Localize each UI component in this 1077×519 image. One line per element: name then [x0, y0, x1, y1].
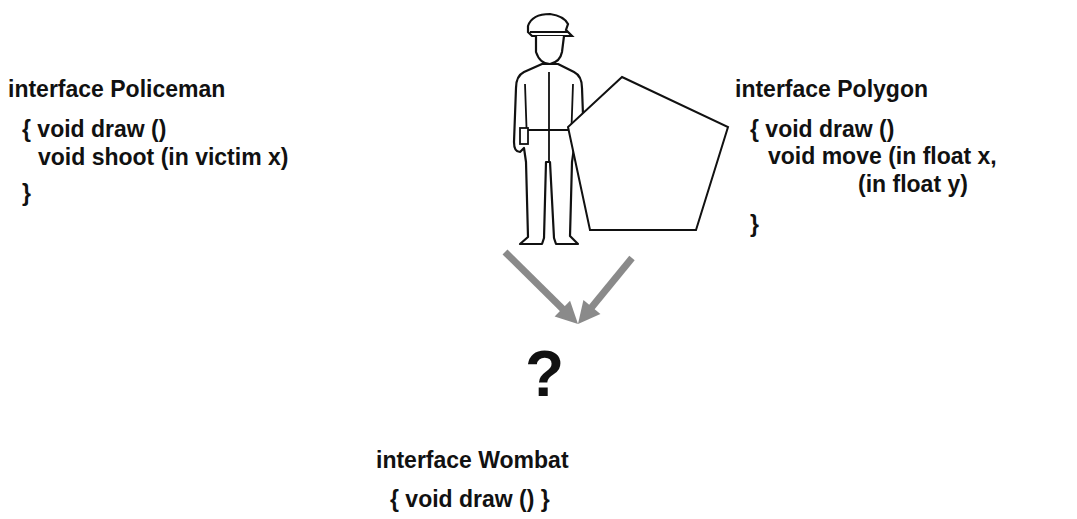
code-line: { void draw ()	[750, 116, 894, 142]
interface-heading: interface Wombat	[376, 447, 569, 473]
code-line: }	[750, 211, 759, 237]
question-mark: ?	[525, 338, 564, 412]
inheritance-arrow	[578, 258, 632, 324]
interface-heading: interface Policeman	[8, 76, 225, 102]
inheritance-arrow	[505, 252, 578, 324]
code-line: }	[22, 180, 31, 206]
polygon-figure-drawing	[566, 74, 730, 234]
polygon-figure: interface Polygon{ void draw ()void move…	[566, 74, 730, 234]
interface-heading: interface Polygon	[735, 76, 928, 102]
code-line: void shoot (in victim x)	[38, 144, 288, 170]
code-line: (in float y)	[858, 171, 968, 197]
code-line: { void draw ()	[22, 116, 166, 142]
code-line: { void draw () }	[390, 486, 550, 512]
code-line: void move (in float x,	[768, 143, 997, 169]
wombat-unknown: ? interface Wombat { void draw () }	[370, 340, 700, 512]
